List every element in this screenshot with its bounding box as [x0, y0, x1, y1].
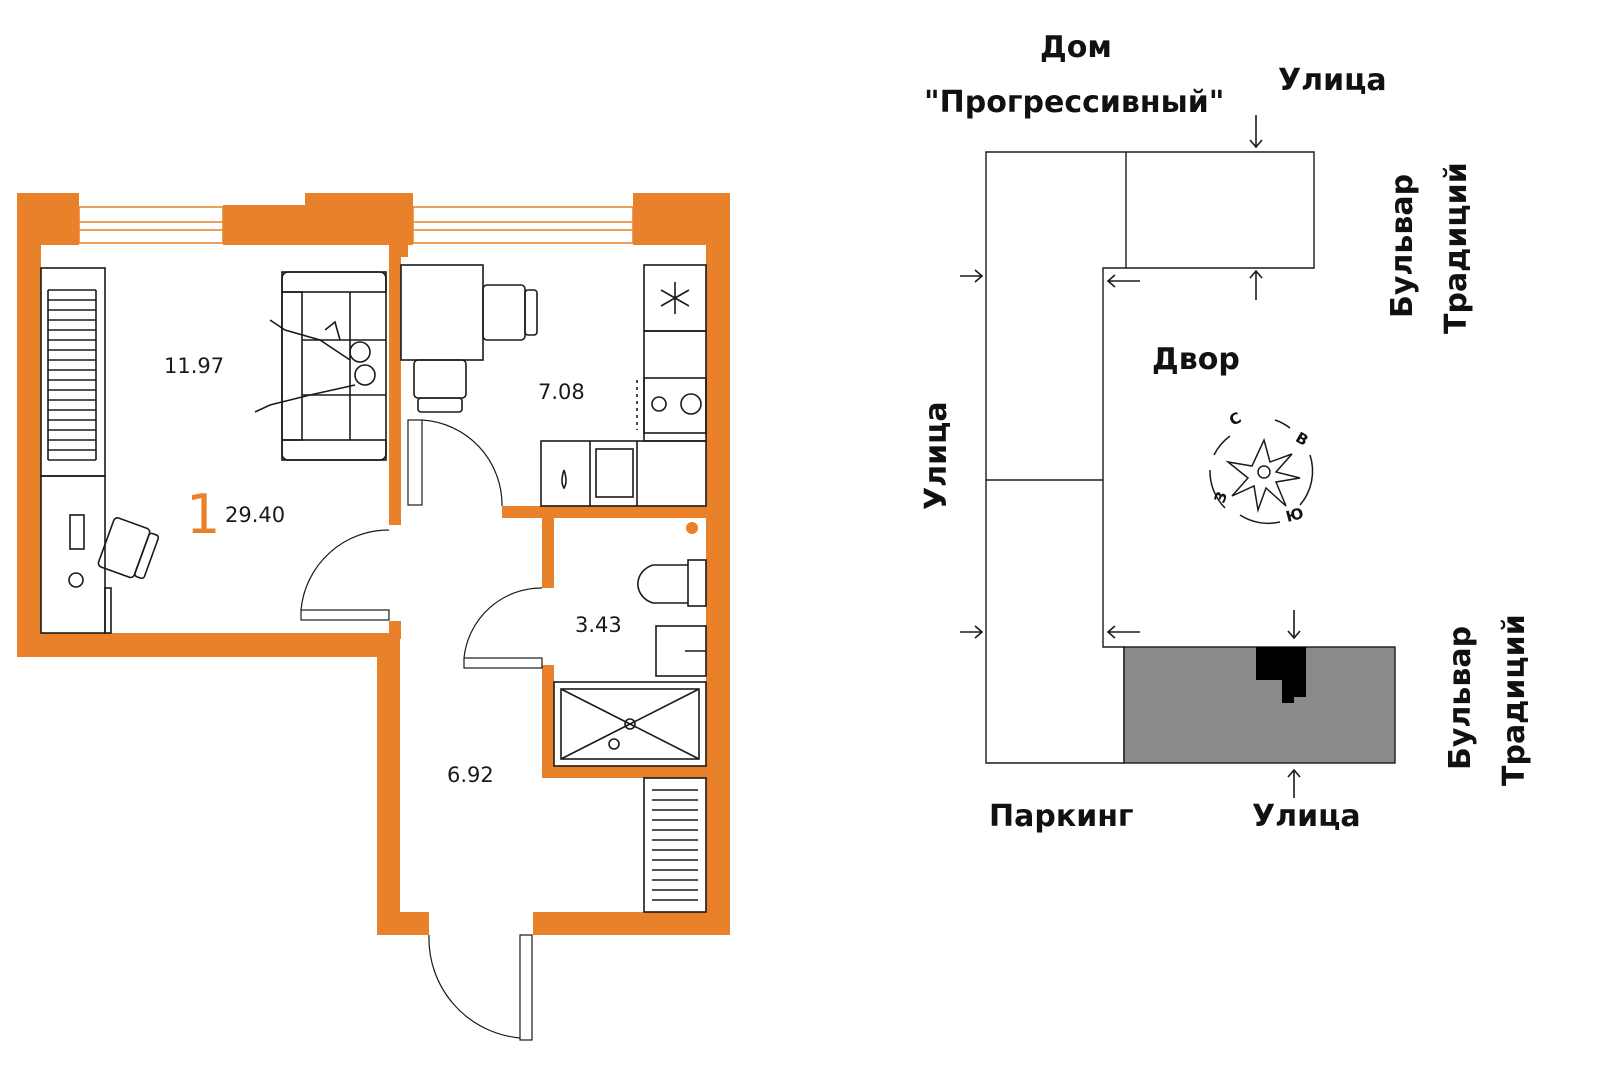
- street-bottom-label: Улица: [1252, 799, 1361, 834]
- rooms-count: 1: [186, 483, 221, 546]
- chair-icon: [413, 284, 538, 413]
- parking-label: Паркинг: [989, 799, 1134, 834]
- shower-icon: [553, 681, 707, 767]
- bathroom-area-label: 3.43: [575, 613, 622, 637]
- boulevard-bottom-line1: Бульвар: [1443, 625, 1478, 770]
- chair-icon: [97, 517, 160, 580]
- yard-label: Двор: [1152, 342, 1240, 377]
- room-area-label: 11.97: [164, 354, 225, 378]
- street-left-label: Улица: [919, 401, 954, 510]
- site-plan: [960, 115, 1396, 798]
- total-area-label: 29.40: [225, 503, 286, 527]
- furniture: [40, 264, 707, 1041]
- door-icon: [300, 419, 543, 1041]
- radiator-icon: [40, 267, 106, 477]
- selected-building: [1123, 646, 1396, 764]
- house-name-line1: Дом: [1040, 30, 1112, 65]
- boulevard-bottom-line2: Традиций: [1497, 614, 1532, 786]
- toilet-icon: [637, 559, 707, 607]
- stove-icon: [636, 330, 707, 442]
- walls: [17, 193, 730, 935]
- house-name-line2: "Прогрессивный": [924, 85, 1225, 120]
- apartment-marker: [1256, 647, 1306, 703]
- sink-icon: [655, 625, 707, 677]
- window-icon: [78, 206, 634, 244]
- compass-s: Ю: [1283, 504, 1306, 526]
- sink-icon: [540, 440, 707, 507]
- desk-icon: [40, 475, 112, 634]
- radiator-icon: [643, 777, 707, 913]
- floor-plan: [17, 193, 730, 1041]
- accent-dot: [686, 522, 698, 534]
- people-icon: [254, 319, 376, 413]
- hall-area-label: 6.92: [447, 763, 494, 787]
- street-top-label: Улица: [1278, 63, 1387, 98]
- table-icon: [400, 264, 484, 361]
- boulevard-top-line2: Традиций: [1439, 162, 1474, 334]
- compass-icon: [1209, 419, 1314, 525]
- boulevard-top-line1: Бульвар: [1385, 173, 1420, 318]
- kitchen-area-label: 7.08: [538, 380, 585, 404]
- fridge-icon: [643, 264, 707, 332]
- entrance-arrows: [960, 115, 1301, 798]
- sofa-icon: [281, 271, 387, 461]
